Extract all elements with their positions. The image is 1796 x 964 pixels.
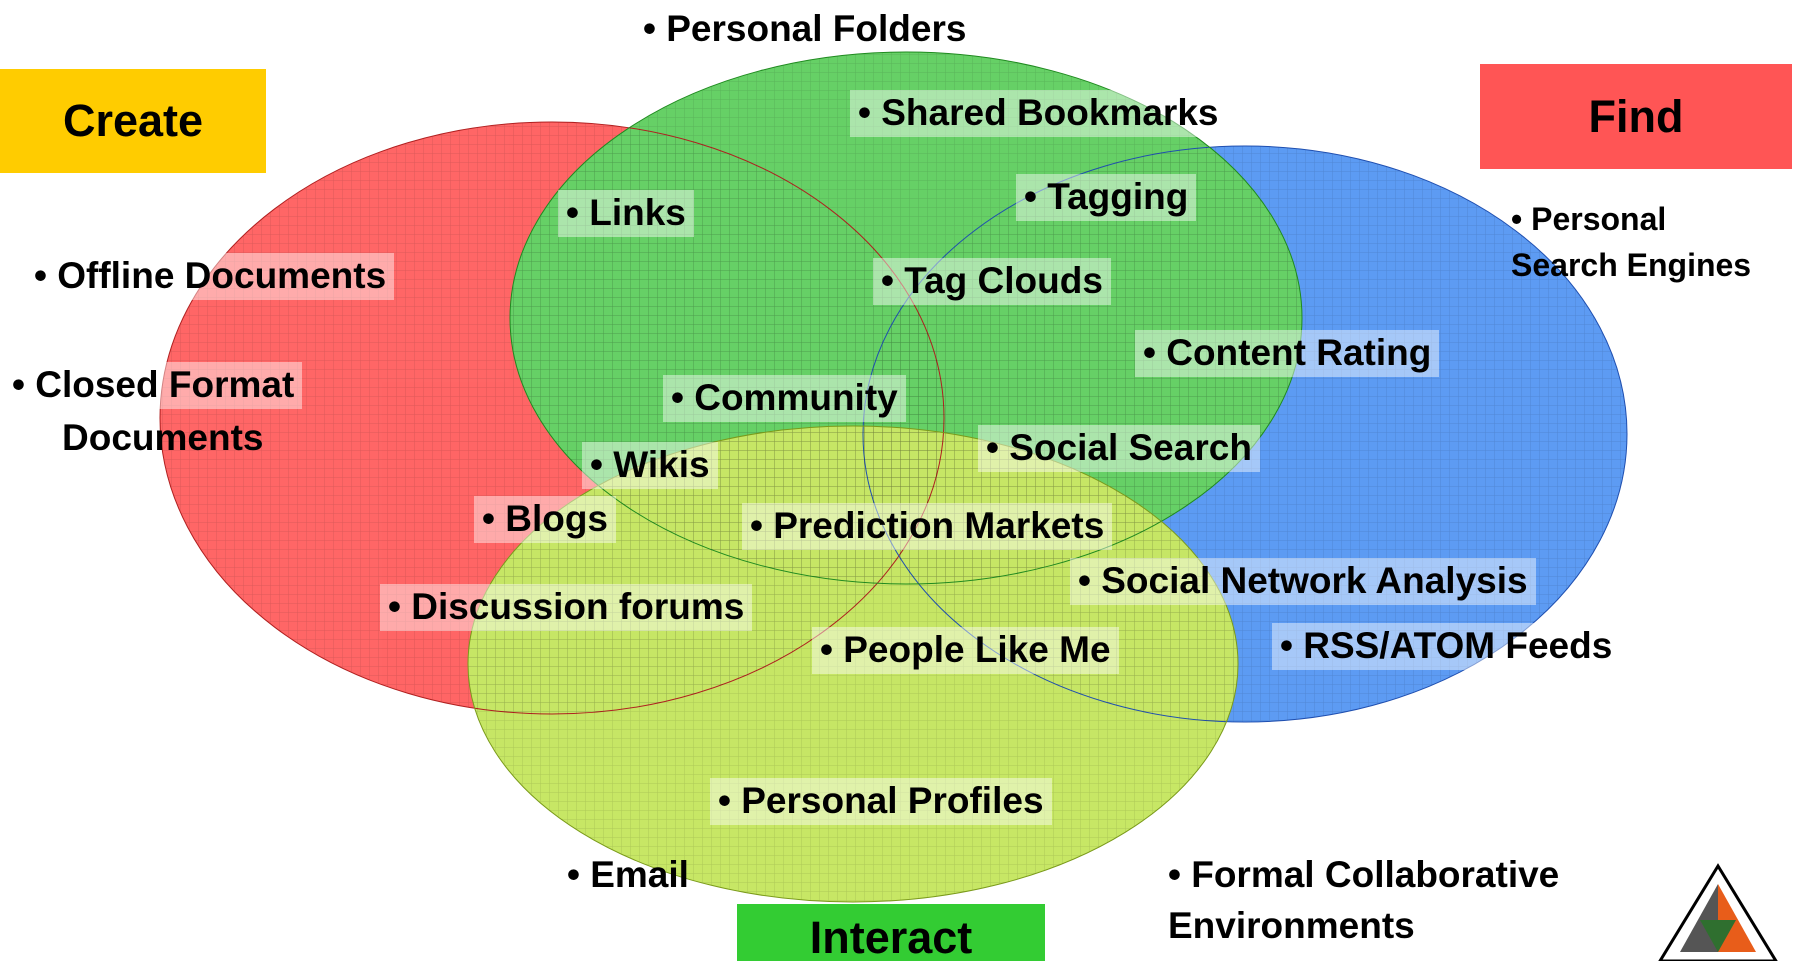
item-blogs: • Blogs: [474, 496, 617, 543]
item-community: • Community: [663, 375, 906, 422]
item-people-like-me: • People Like Me: [812, 627, 1119, 674]
item-shared-bookmarks: • Shared Bookmarks: [850, 90, 1227, 137]
item-offline-documents: • Offline Documents: [26, 253, 395, 300]
find-label: Find: [1480, 64, 1792, 169]
item-content-rating: • Content Rating: [1135, 330, 1440, 377]
item-links: • Links: [558, 190, 694, 237]
logo-icon: [1658, 863, 1778, 961]
item-formal-collab-1: • Formal Collaborative: [1168, 854, 1560, 895]
item-personal-profiles: • Personal Profiles: [710, 778, 1052, 825]
item-tagging: • Tagging: [1016, 174, 1197, 221]
interact-label: Interact: [737, 904, 1045, 963]
item-closed-format-1: • Closed Format: [4, 362, 303, 409]
item-wikis: • Wikis: [582, 442, 718, 489]
item-personal-folders: • Personal Folders: [643, 8, 967, 49]
item-social-search: • Social Search: [978, 425, 1260, 472]
item-prediction-markets: • Prediction Markets: [742, 503, 1113, 550]
item-rss-atom-feeds: • RSS/ATOM Feeds: [1272, 623, 1621, 670]
item-personal-search-1: • Personal: [1511, 201, 1667, 237]
item-discussion-forums: • Discussion forums: [380, 584, 753, 631]
item-tag-clouds: • Tag Clouds: [873, 258, 1111, 305]
item-personal-search-2: Search Engines: [1511, 247, 1752, 283]
item-social-network-analysis: • Social Network Analysis: [1070, 558, 1536, 605]
create-label: Create: [0, 69, 266, 173]
item-formal-collab-2: Environments: [1168, 905, 1415, 946]
item-email: • Email: [567, 854, 689, 895]
item-closed-format-2: Documents: [62, 417, 264, 458]
